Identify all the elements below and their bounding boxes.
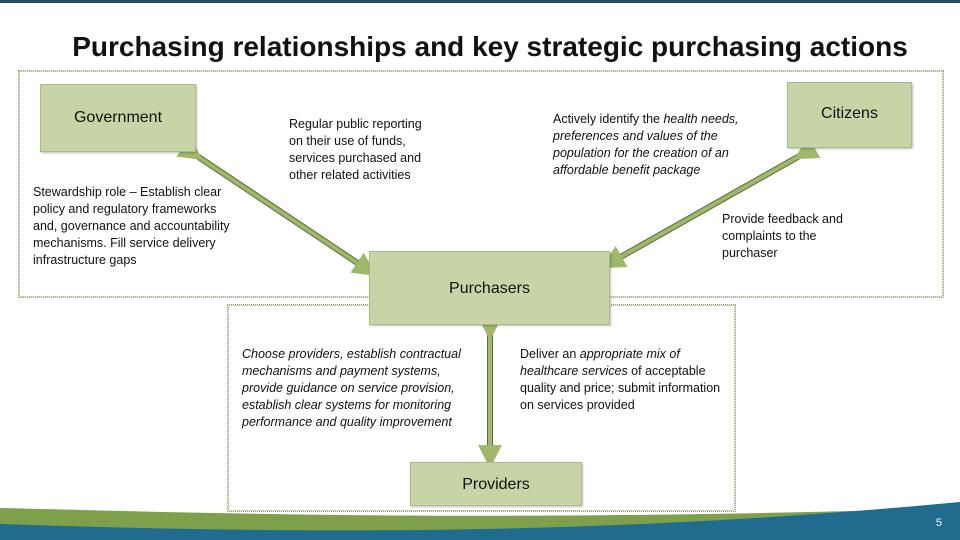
- government-label: Government: [73, 109, 163, 126]
- providers-label: Providers: [462, 476, 530, 493]
- feedback-note: Provide feedback and complaints to the p…: [722, 212, 843, 260]
- choose-providers-note: Choose providers, establish contractual …: [242, 347, 461, 429]
- purchasers-box: Purchasers: [369, 251, 610, 325]
- citizens-box: Citizens: [787, 82, 912, 148]
- slide-title: Purchasing relationships and key strateg…: [72, 31, 908, 62]
- identify-needs-note: Actively identify the health needs, pref…: [553, 111, 758, 179]
- deliver-text-1: Deliver an: [520, 347, 580, 361]
- identify-needs-text-1: Actively identify the: [553, 112, 664, 126]
- citizens-label: Citizens: [821, 105, 878, 122]
- deliver-services-note: Deliver an appropriate mix of healthcare…: [520, 346, 735, 414]
- identify-needs-text-2: health needs, preferences and values of …: [553, 112, 739, 177]
- deliver-text-2: appropriate mix of healthcare services: [520, 347, 680, 378]
- government-box: Government: [40, 84, 196, 152]
- top-rule: [0, 0, 960, 3]
- page-number: 5: [935, 517, 942, 529]
- citizens-purchaser-arrow: [600, 137, 821, 269]
- providers-box: Providers: [410, 462, 582, 506]
- footer-band: [0, 502, 960, 540]
- purchasers-label: Purchasers: [449, 280, 530, 297]
- government-purchaser-arrow: [176, 136, 377, 276]
- stewardship-note: Stewardship role – Establish clear polic…: [33, 185, 230, 267]
- public-reporting-note: Regular public reporting on their use of…: [289, 117, 422, 182]
- deliver-text-3: of acceptable quality and price; submit …: [520, 364, 721, 412]
